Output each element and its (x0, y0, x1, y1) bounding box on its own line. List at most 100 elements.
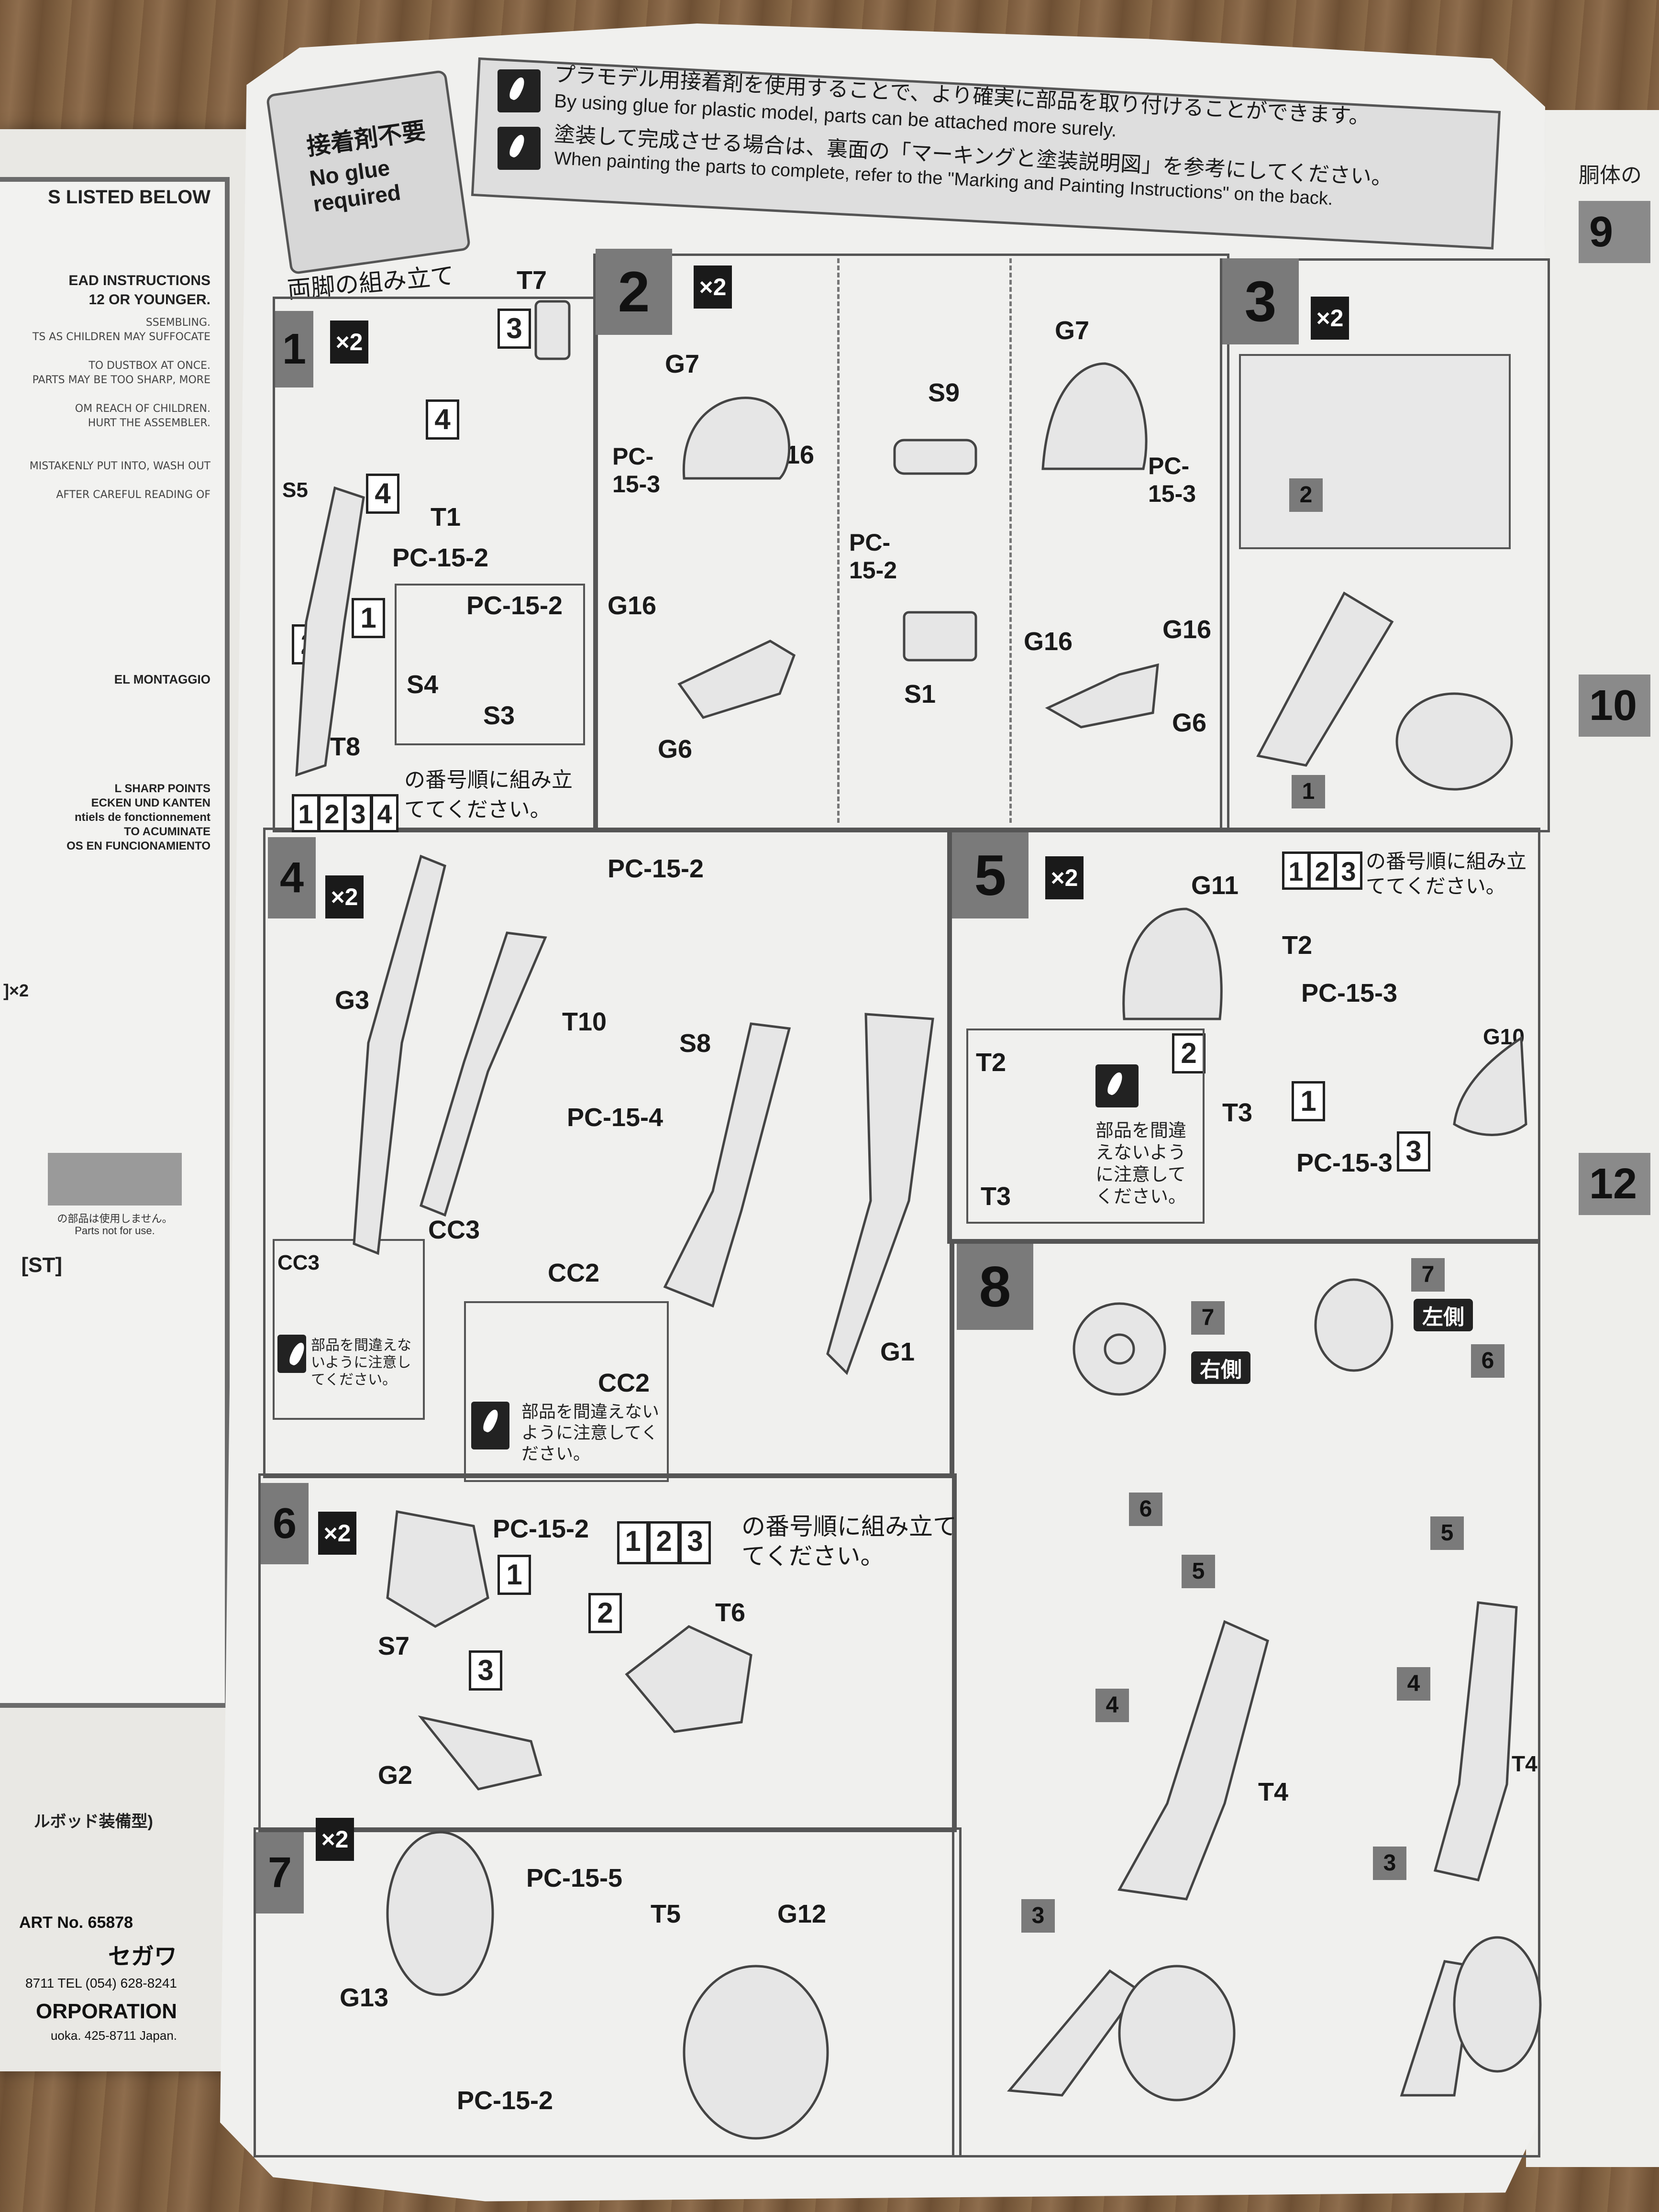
attention-icon-c (1095, 1064, 1139, 1107)
sharp-line-3: ntiels de fonctionnement (74, 811, 210, 824)
paint-brush-icon (498, 127, 541, 170)
step-2-divider-1 (837, 258, 840, 823)
label-T4-left: T4 (1512, 1751, 1537, 1776)
step-6-num-3: 3 (469, 1650, 502, 1691)
step-4-note-b: 部品を間違えないように注意してください。 (521, 1402, 660, 1464)
attention-icon-b (471, 1402, 509, 1449)
label-PC-15-2-f: PC-15-2 (457, 2086, 553, 2115)
warning-small-8: AFTER CAREFUL READING OF (56, 489, 210, 501)
subassembly-tag-2: 2 (1289, 478, 1323, 512)
part-G10-drawing (1453, 1036, 1527, 1136)
step-5-num-2: 2 (1172, 1033, 1206, 1073)
label-T5: T5 (651, 1900, 681, 1928)
part-G6-a-drawing (677, 640, 796, 719)
part-S7-drawing (386, 1510, 489, 1628)
art-number: ART No. 65878 (19, 1913, 133, 1932)
label-G2: G2 (378, 1761, 413, 1790)
label-G13: G13 (340, 1983, 389, 2012)
step-6-seq-3: 3 (679, 1521, 711, 1564)
order-seq-4: 4 (371, 794, 398, 832)
part-G2-drawing (418, 1715, 542, 1791)
part-T6-drawing (625, 1625, 752, 1733)
label-T7: T7 (517, 266, 547, 295)
order-num-4-b: 4 (366, 474, 399, 514)
order-num-1: 1 (352, 598, 385, 638)
sharp-line-4: TO ACUMINATE (124, 825, 210, 838)
label-T3-b: T3 (981, 1182, 1011, 1211)
part-G11-drawing (1122, 907, 1223, 1020)
label-CC2-b: CC2 (598, 1369, 650, 1397)
step-8-tag-3-right: 3 (1021, 1899, 1055, 1933)
right-side-label: 右側 (1191, 1351, 1250, 1384)
label-G6-b: G6 (1172, 708, 1207, 737)
wheel-right-drawing (1073, 1302, 1166, 1396)
step-1-multiplier: ×2 (330, 321, 368, 364)
step-8-panel (952, 1239, 1540, 2157)
step-7-panel (254, 1827, 962, 2157)
step-9-badge: 9 (1579, 201, 1650, 263)
order-seq-2: 2 (318, 794, 346, 832)
sharp-line-1: L SHARP POINTS (114, 782, 210, 795)
glue-icon (498, 69, 541, 112)
unused-part-swatch (48, 1153, 182, 1206)
montaggio-title: EL MONTAGGIO (114, 672, 210, 686)
not-use-jp: の部品は使用しません。 (57, 1213, 173, 1225)
order-seq-1: 1 (292, 794, 320, 832)
attention-icon-a (277, 1335, 306, 1373)
not-use-en: Parts not for use. (75, 1225, 155, 1237)
step-1-number: 1 (275, 311, 313, 387)
part-G1-drawing (826, 1013, 934, 1375)
step-4-multiplier: ×2 (325, 875, 364, 918)
sharp-line-2: ECKEN UND KANTEN (91, 796, 210, 809)
label-S4: S4 (407, 670, 439, 699)
part-G3-drawing (353, 854, 446, 1255)
label-T1: T1 (431, 503, 461, 531)
foot-drawing (1395, 692, 1513, 791)
step-4-detail-a (273, 1239, 425, 1420)
part-S9-drawing (893, 439, 977, 475)
label-T10: T10 (562, 1007, 607, 1036)
label-PC-15-2-a: PC-15-2 (392, 543, 489, 572)
label-G6-a: G6 (658, 735, 693, 763)
company-tel: 8711 TEL (054) 628-8241 (25, 1976, 177, 1991)
subassembly-tag-1: 1 (1292, 775, 1325, 808)
part-S8-drawing (663, 1022, 791, 1308)
step-6-panel (258, 1473, 957, 1832)
step-8-tag-5-right: 5 (1182, 1555, 1215, 1588)
label-PC-15-4: PC-15-4 (567, 1103, 664, 1132)
part-S5-drawing (295, 486, 365, 777)
step-3-number: 3 (1222, 258, 1299, 344)
step-6-seq-2: 2 (648, 1521, 680, 1564)
left-side-label: 左側 (1414, 1299, 1473, 1331)
step-4-detail-b (464, 1301, 669, 1482)
label-T4-right: T4 (1258, 1778, 1289, 1806)
company-jp: セガワ (108, 1944, 177, 1969)
step-5-seq-3: 3 (1335, 852, 1362, 890)
step-8-tag-6-left: 6 (1471, 1344, 1504, 1378)
company-address: uoka. 425-8711 Japan. (50, 2028, 177, 2043)
step-1-detail-box (395, 584, 585, 745)
part-T10-drawing (419, 931, 547, 1217)
leg-lower-drawing (1256, 591, 1394, 767)
right-page-title: 胴体の (1579, 163, 1642, 188)
label-PC-15-3-c: PC-15-3 (1301, 979, 1398, 1007)
step-8-tag-6-right: 6 (1129, 1493, 1162, 1526)
label-T8: T8 (330, 732, 361, 761)
label-S7: S7 (378, 1632, 410, 1660)
part-G6-b-drawing (1045, 663, 1159, 729)
warning-line-1: EAD INSTRUCTIONS (68, 273, 210, 288)
label-PC-15-3-b: PC-15-3 (1148, 453, 1196, 507)
label-S8: S8 (679, 1029, 711, 1058)
label-PC-15-2-b: PC-15-2 (466, 591, 563, 620)
step-7-number: 7 (256, 1832, 304, 1913)
label-G16-c: G16 (1024, 627, 1073, 656)
part-G13-drawing (386, 1831, 494, 1996)
warning-small-6: HURT THE ASSEMBLER. (88, 417, 210, 429)
part-G7-a-drawing (682, 397, 791, 480)
step-2-panel (593, 254, 1229, 832)
step-5-order-text: の番号順に組み立ててください。 (1366, 850, 1527, 898)
step-5-note: 部品を間違えないように注意してください。 (1095, 1120, 1187, 1207)
step-3-panel (1220, 258, 1550, 832)
step-3-multiplier: ×2 (1311, 297, 1349, 340)
label-G16-b: G16 (608, 591, 657, 620)
